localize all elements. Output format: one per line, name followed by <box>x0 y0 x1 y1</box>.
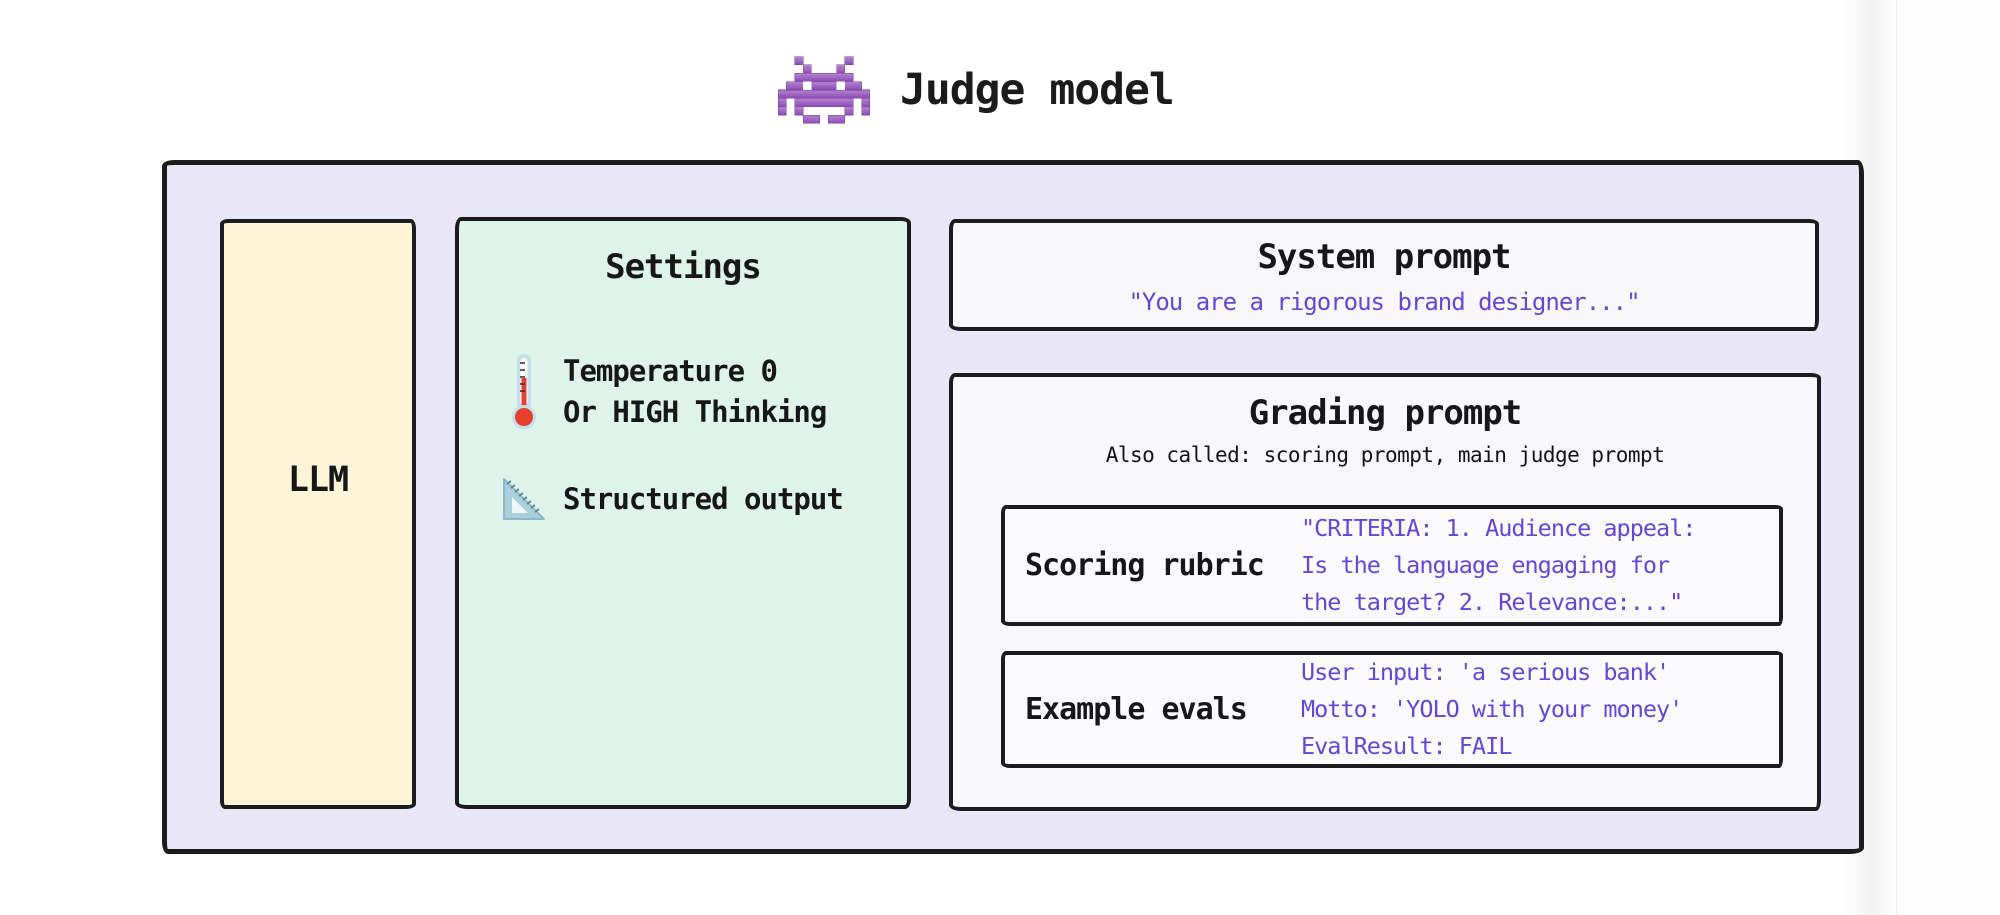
space-invader-icon <box>778 56 870 124</box>
settings-line: Temperature 0 <box>563 354 778 388</box>
settings-item-structured-output: Structured output <box>485 473 907 525</box>
grading-prompt-subtitle: Also called: scoring prompt, main judge … <box>1105 443 1665 467</box>
eval-line: Motto: 'YOLO with your money' <box>1301 695 1683 723</box>
rubric-line: "CRITERIA: 1. Audience appeal: <box>1301 514 1696 542</box>
example-evals-text: User input: 'a serious bank' Motto: 'YOL… <box>1301 654 1683 765</box>
rubric-line: Is the language engaging for <box>1301 551 1670 579</box>
scoring-rubric-text: "CRITERIA: 1. Audience appeal: Is the la… <box>1301 510 1696 621</box>
eval-line: EvalResult: FAIL <box>1301 732 1512 760</box>
page-right-margin <box>1896 0 2000 915</box>
example-evals-label: Example evals <box>1025 692 1248 727</box>
scoring-rubric-box: Scoring rubric "CRITERIA: 1. Audience ap… <box>1001 505 1783 626</box>
scoring-rubric-label: Scoring rubric <box>1025 548 1265 583</box>
settings-line: Or HIGH Thinking <box>563 395 827 429</box>
settings-line: Structured output <box>563 481 844 516</box>
grading-prompt-title: Grading prompt <box>1248 393 1523 433</box>
settings-title: Settings <box>605 247 762 287</box>
settings-item-text: Temperature 0 Or HIGH Thinking <box>563 351 827 433</box>
page-title: Judge model <box>900 65 1175 115</box>
rubric-line: the target? 2. Relevance:..." <box>1301 588 1683 616</box>
eval-line: User input: 'a serious bank' <box>1301 658 1670 686</box>
system-prompt-box: System prompt "You are a rigorous brand … <box>949 219 1819 331</box>
grading-prompt-box: Grading prompt Also called: scoring prom… <box>949 373 1821 811</box>
settings-items: Temperature 0 Or HIGH Thinking <box>459 351 907 525</box>
settings-item-text: Structured output <box>563 479 844 520</box>
system-prompt-quote: "You are a rigorous brand designer..." <box>1128 288 1640 316</box>
settings-box: Settings <box>455 217 911 809</box>
settings-item-temperature: Temperature 0 Or HIGH Thinking <box>485 351 907 433</box>
thermometer-icon <box>485 352 563 432</box>
example-evals-box: Example evals User input: 'a serious ban… <box>1001 651 1783 768</box>
system-prompt-title: System prompt <box>1257 237 1511 277</box>
judge-model-container: LLM Settings <box>162 160 1864 854</box>
llm-label: LLM <box>287 460 349 500</box>
triangle-ruler-icon <box>485 473 563 525</box>
llm-box: LLM <box>220 219 416 809</box>
diagram-title-row: Judge model <box>778 44 1175 136</box>
